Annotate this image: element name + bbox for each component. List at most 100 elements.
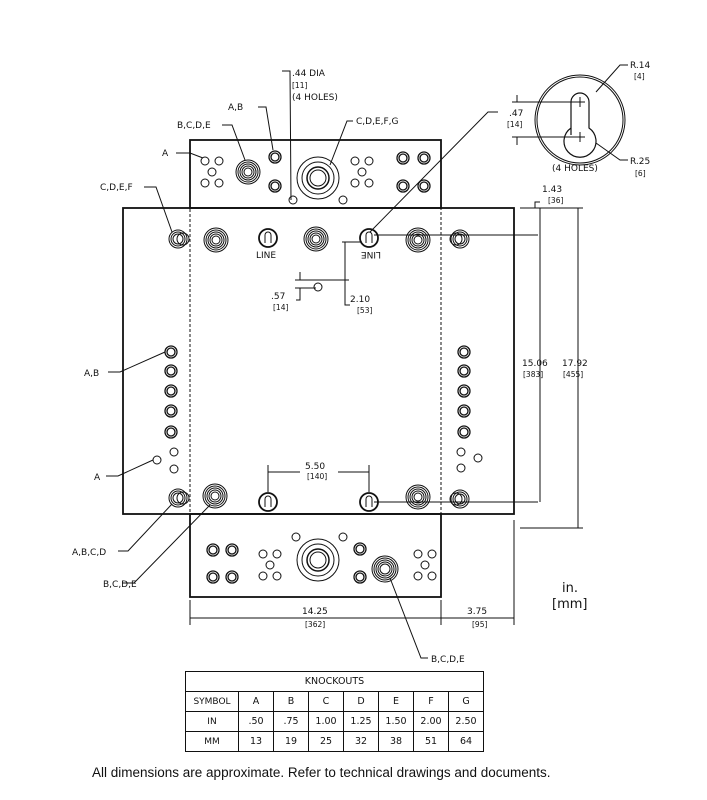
hole-count: (4 HOLES) (292, 93, 338, 103)
knockout-hole (355, 544, 365, 554)
label-top-a: A (162, 149, 169, 159)
table-cell: 64 (448, 731, 484, 752)
label-left-bcde: B,C,D,E (103, 580, 137, 590)
knockout-hole (206, 570, 220, 584)
label-top-bcde: B,C,D,E (177, 121, 211, 131)
units-in: in. (562, 581, 578, 596)
knockout-hole (355, 572, 365, 582)
knockout-hole (301, 161, 335, 195)
detail-r25: R.25 (630, 157, 650, 167)
dim-375: 3.75 (467, 607, 487, 617)
knockout-hole (311, 234, 321, 244)
knockout-hole (291, 532, 301, 542)
knockout-hole (309, 232, 323, 246)
knockout-hole (413, 549, 423, 559)
knockout-hole (166, 347, 176, 357)
knockout-hole (459, 427, 469, 437)
table-cell: .75 (273, 711, 309, 732)
knockout-hole (164, 404, 178, 418)
detail-spacing: .47 (509, 109, 523, 119)
table-cell: 13 (238, 731, 274, 752)
label-left-a: A (94, 473, 101, 483)
dim-1506: 15.06 (522, 359, 548, 369)
knockout-hole (166, 427, 176, 437)
knockout-hole (450, 489, 470, 509)
knockout-hole (411, 233, 425, 247)
knockout-hole (237, 161, 259, 183)
knockout-hole (243, 167, 253, 177)
knockout-hole (309, 169, 327, 187)
dim-1792-mm: [455] (563, 370, 583, 379)
dim-057: .57 (271, 292, 285, 302)
knockout-hole (168, 488, 188, 508)
knockout-hole (405, 227, 431, 253)
knockout-hole (214, 178, 224, 188)
knockout-hole (405, 484, 431, 510)
knockout-hole (204, 485, 226, 507)
knockout-hole (170, 231, 186, 247)
knockout-hole (459, 366, 469, 376)
knockout-hole (209, 233, 223, 247)
detail-spacing-mm: [14] (507, 120, 522, 129)
knockout-hole (457, 384, 471, 398)
knockout-hole (450, 229, 470, 249)
knockout-hole (457, 425, 471, 439)
label-left-cdef: C,D,E,F (100, 183, 133, 193)
table-title: KNOCKOUTS (185, 671, 484, 692)
knockout-hole (206, 543, 220, 557)
knockout-hole (306, 166, 330, 190)
knockout-hole (164, 364, 178, 378)
knockout-hole (427, 549, 437, 559)
knockout-hole (473, 453, 483, 463)
header-cell: SYMBOL (185, 691, 239, 712)
dim-1425: 14.25 (302, 607, 328, 617)
knockout-hole (288, 195, 298, 205)
row-label: MM (185, 731, 239, 752)
knockout-hole (452, 491, 468, 507)
knockout-hole (457, 404, 471, 418)
knockout-hole (353, 542, 367, 556)
label-bottom-bcde: B,C,D,E (431, 655, 465, 665)
header-cell: D (343, 691, 379, 712)
table-row: MM 13 19 25 32 38 51 64 (185, 731, 484, 752)
knockout-hole (371, 555, 399, 583)
knockout-hole (211, 235, 221, 245)
knockout-hole (214, 156, 224, 166)
knockout-hole (168, 229, 188, 249)
knockout-hole (338, 195, 348, 205)
knockout-hole (206, 487, 224, 505)
header-cell: G (448, 691, 484, 712)
knockout-hole (241, 165, 255, 179)
table-cell: 1.50 (378, 711, 414, 732)
table-cell: .50 (238, 711, 274, 732)
hole-dia-mm: [11] (292, 81, 307, 90)
knockout-hole (359, 228, 379, 248)
knockout-hole (417, 151, 431, 165)
table-cell: 2.50 (448, 711, 484, 732)
knockout-hole (307, 230, 325, 248)
knockout-hole (398, 181, 408, 191)
knockout-hole (409, 231, 427, 249)
footer-note: All dimensions are approximate. Refer to… (92, 765, 551, 780)
knockout-hole (239, 163, 257, 181)
knockout-hole (265, 560, 275, 570)
dim-057-mm: [14] (273, 303, 288, 312)
knockout-hole (164, 425, 178, 439)
label-left-abcd: A,B,C,D (72, 548, 106, 558)
knockout-hole (413, 235, 423, 245)
knockout-hole (306, 548, 330, 572)
knockout-hole (166, 406, 176, 416)
knockout-hole (200, 156, 210, 166)
dim-1792: 17.92 (562, 359, 588, 369)
knockout-hole (419, 181, 429, 191)
dim-1506-mm: [383] (523, 370, 543, 379)
knockout-hole (459, 347, 469, 357)
detail-r14: R.14 (630, 61, 651, 71)
dim-1425-mm: [362] (305, 620, 325, 629)
knockout-hole (449, 232, 463, 246)
knockout-hole (235, 159, 261, 185)
knockout-hole (172, 233, 184, 245)
knockout-hole (396, 151, 410, 165)
knockout-hole (205, 229, 227, 251)
